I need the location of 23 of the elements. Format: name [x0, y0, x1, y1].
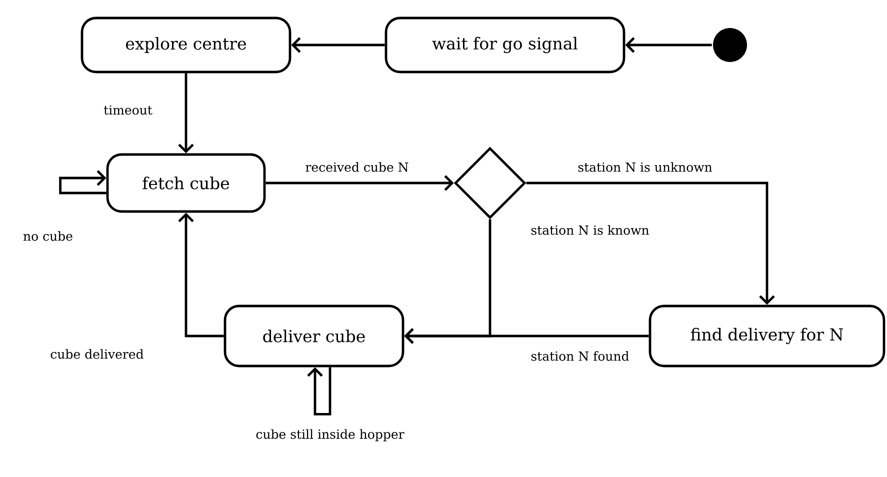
edge-label: received cube N [304, 161, 410, 173]
state-box: explore centre [80, 16, 292, 74]
state-box: find delivery for N [648, 304, 886, 368]
initial-dot [713, 28, 747, 62]
edge-label: cube delivered [49, 348, 145, 360]
arrow [625, 37, 712, 53]
edge-label: timeout [102, 104, 154, 116]
arrow [266, 175, 454, 191]
edge-label: station N is unknown [576, 161, 714, 173]
state-box: fetch cube [106, 153, 266, 213]
edge-label: station N is known [530, 224, 650, 236]
arrow [404, 328, 649, 344]
edge-label: no cube [22, 230, 74, 242]
arrow [59, 170, 106, 194]
arrow [526, 182, 775, 305]
arrow [291, 37, 385, 53]
edge-label: station N found [530, 350, 630, 362]
state-box: deliver cube [224, 304, 404, 368]
arrow [307, 367, 332, 416]
edge-label: cube still inside hopper [254, 428, 406, 442]
state-box: wait for go signal [384, 16, 626, 74]
arrow [178, 212, 224, 338]
arrow [178, 73, 194, 154]
